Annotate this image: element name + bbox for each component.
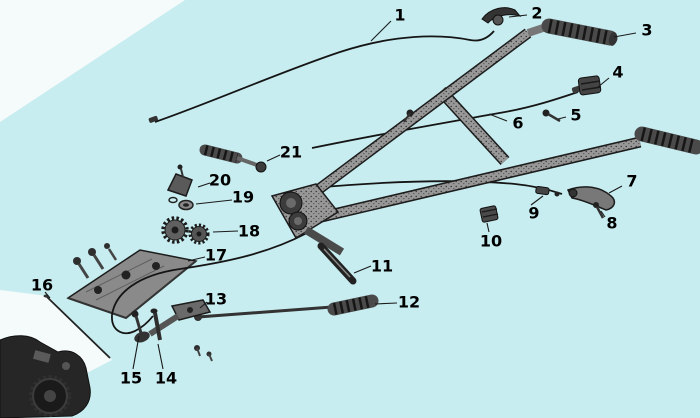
callout-2: 2 [508, 4, 543, 23]
part-10-clamp [479, 205, 499, 223]
callout-10: 10 [480, 222, 502, 251]
callout-7: 7 [608, 172, 638, 194]
callout-number: 7 [626, 172, 637, 191]
part-15-bolt [131, 310, 143, 334]
callout-leader-line [212, 230, 239, 233]
callout-leader-line [187, 256, 206, 262]
callout-leader-line [488, 113, 508, 122]
callout-number: 18 [238, 222, 260, 241]
part-14-pin [150, 308, 162, 341]
callout-15: 15 [120, 335, 142, 388]
callout-number: 17 [205, 246, 227, 265]
tube-bolt [403, 109, 414, 123]
part-13-bracket [134, 299, 212, 343]
callout-leader-line [600, 210, 606, 218]
callout-leader-line [195, 199, 233, 205]
callout-20: 20 [197, 171, 231, 190]
callout-number: 19 [232, 188, 254, 207]
callout-leader-line [608, 185, 623, 194]
part-17-mounting-plate [66, 249, 198, 320]
callout-18: 18 [212, 222, 260, 241]
callout-4: 4 [597, 63, 624, 88]
callout-21: 21 [266, 143, 302, 162]
callout-number: 15 [120, 369, 142, 388]
callout-leader-line [486, 222, 490, 233]
callout-leader-line [530, 195, 544, 206]
callout-17: 17 [187, 246, 227, 265]
part-5-bolt [542, 109, 561, 123]
callout-number: 10 [480, 232, 502, 251]
part-8-bolt [593, 202, 605, 219]
callout-5: 5 [557, 106, 582, 125]
callout-number: 12 [398, 293, 420, 312]
callout-11: 11 [353, 257, 393, 276]
callout-leader-line [197, 182, 211, 188]
callout-number: 11 [371, 257, 393, 276]
callout-leader-line [508, 14, 528, 18]
handlebar-lower-tube [298, 136, 642, 228]
callout-leader-line [157, 343, 164, 370]
callout-number: 13 [205, 290, 227, 309]
callout-12: 12 [374, 293, 420, 312]
handlebar-mount-head [270, 183, 345, 256]
part-2-throttle-lever [481, 7, 522, 26]
callout-8: 8 [600, 210, 618, 233]
callout-leader-line [132, 335, 140, 370]
callout-leader-line [557, 116, 567, 120]
small-fasteners [194, 345, 213, 362]
callout-14: 14 [155, 343, 177, 388]
callout-number: 4 [612, 63, 623, 82]
part-4-clamp [577, 75, 602, 96]
callout-3: 3 [613, 21, 653, 40]
callout-19: 19 [195, 188, 254, 207]
callout-leader-line [353, 265, 372, 274]
callout-leader-line [597, 77, 610, 88]
callout-leader-line [613, 32, 637, 38]
part-19-washers [168, 196, 194, 211]
part-3-grip [541, 18, 618, 46]
callout-16: 16 [31, 276, 53, 299]
callout-leader-line [370, 20, 392, 42]
callout-leader-line [199, 301, 208, 309]
plate-bolts [73, 243, 118, 279]
callout-number: 21 [280, 143, 302, 162]
handlebar-upper-tube [291, 22, 551, 212]
part-7-control-lever [566, 186, 616, 211]
callout-number: 6 [512, 114, 523, 133]
callout-number: 2 [531, 4, 542, 23]
part-21-lever-grip [199, 144, 267, 173]
callout-leader-line [374, 302, 398, 305]
callout-number: 14 [155, 369, 177, 388]
callout-9: 9 [528, 195, 544, 223]
part-1-throttle-cable [148, 30, 495, 123]
callout-number: 16 [31, 276, 53, 295]
callout-number: 1 [394, 6, 405, 25]
callout-number: 5 [570, 106, 581, 125]
callout-13: 13 [199, 290, 227, 309]
callout-number: 20 [209, 171, 231, 190]
lower-right-grip [634, 126, 700, 155]
part-18-gears [161, 216, 210, 245]
part-11-pin [317, 242, 357, 285]
paper-corner-top-left [0, 0, 185, 122]
part-20-bracket [166, 164, 193, 197]
callout-number: 8 [606, 214, 617, 233]
callout-1: 1 [370, 6, 406, 42]
callout-number: 9 [528, 204, 539, 223]
callout-leader-line [266, 154, 281, 162]
engine-housing [0, 335, 91, 418]
callout-number: 3 [641, 21, 652, 40]
handlebar-cross-brace [436, 86, 510, 166]
callout-6: 6 [488, 113, 524, 133]
callout-leader-line [44, 291, 51, 299]
